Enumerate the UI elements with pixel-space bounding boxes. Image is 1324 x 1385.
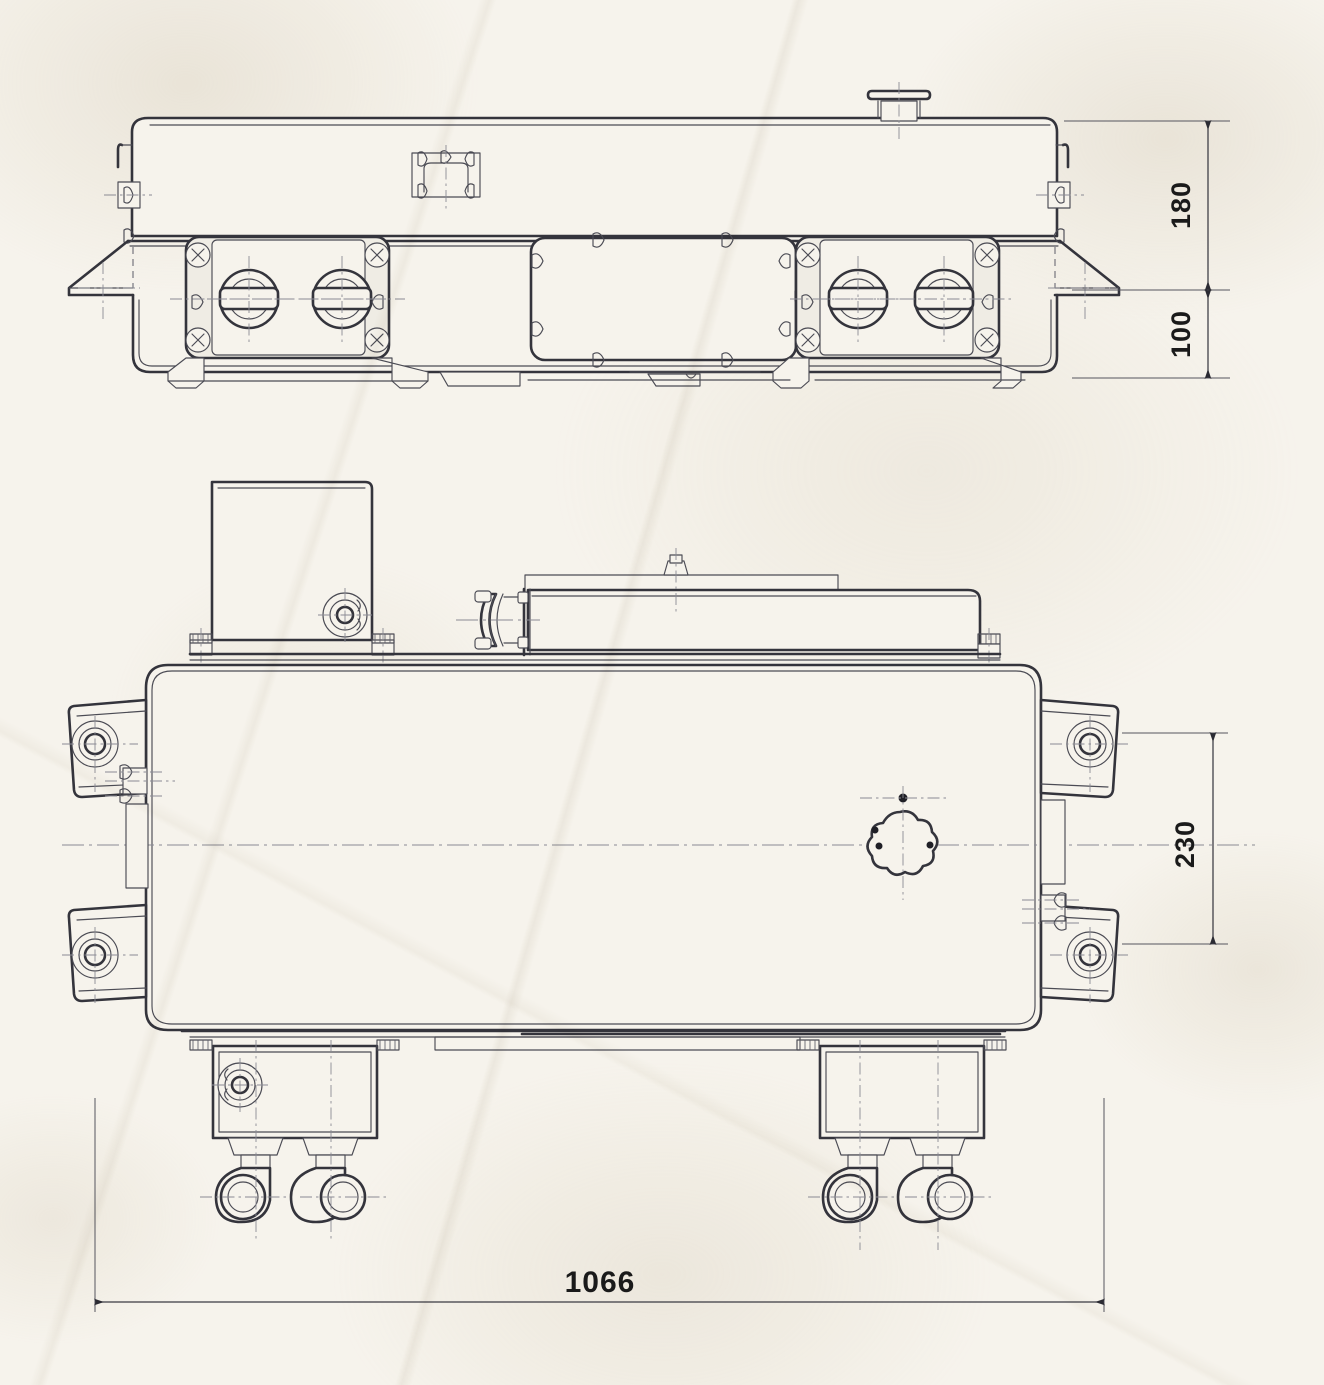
plan-dimensions: 230 1066 [94,732,1228,1312]
elevation-upper-casing [126,116,1062,247]
inspection-cover-bolts [417,150,475,199]
terminal-box-left-eyes [200,1040,390,1240]
elevation-left-hook [116,143,133,169]
dimension-180-label: 180 [1166,181,1196,229]
right-valve-handwheel-1 [816,256,902,344]
right-valve-corner-bolts [795,242,1000,353]
dimension-230-label: 230 [1170,820,1200,868]
terminal-box-right-bolts [796,1039,1007,1051]
terminal-box-left-bolts [189,1039,400,1051]
plan-junction-box [189,480,395,680]
plan-terminal-box-left [189,1039,400,1240]
junction-box-port [318,588,372,642]
lug-bottom-right [1039,903,1128,1003]
plan-right-side-boss [1022,799,1090,931]
lug-bottom-left [62,903,148,1003]
plan-view [62,480,1255,1250]
plan-right-mounting-lugs [1022,698,1128,1003]
left-valve-handwheel-2 [300,256,386,344]
plan-left-mounting-lugs [62,698,175,1003]
plan-manifold-duct [456,548,1001,680]
manifold-top-stub [663,548,689,612]
elevation-left-gusset-bracket [67,239,140,320]
terminal-box-left-port [212,1058,268,1112]
dimension-1066-label: 1066 [565,1266,636,1299]
lug-top-right [1039,698,1128,799]
elevation-center-cover [529,232,805,368]
elevation-right-side-boss [1036,181,1084,209]
plan-terminal-box-right [796,1039,1007,1250]
elevation-left-valve-assembly [170,235,405,360]
elevation-view [67,82,1121,389]
terminal-box-right-eyes [808,1040,995,1250]
elevation-vent-stack [866,82,932,140]
dimension-100-label: 100 [1166,310,1196,358]
elevation-left-side-boss [104,181,152,209]
elevation-right-gusset-bracket [1048,239,1121,320]
manifold-flange-coupling [456,590,540,650]
plan-splined-aperture [860,786,948,900]
elevation-inspection-cover [411,145,481,212]
elevation-dimensions: 180 100 [1064,120,1230,379]
elevation-right-hook [1055,143,1070,169]
left-valve-corner-bolts [185,242,390,353]
plan-left-side-boss [105,764,175,889]
elevation-base-feet [131,293,1059,389]
plan-main-body [62,652,1255,1051]
elevation-right-valve-assembly [790,235,1015,360]
